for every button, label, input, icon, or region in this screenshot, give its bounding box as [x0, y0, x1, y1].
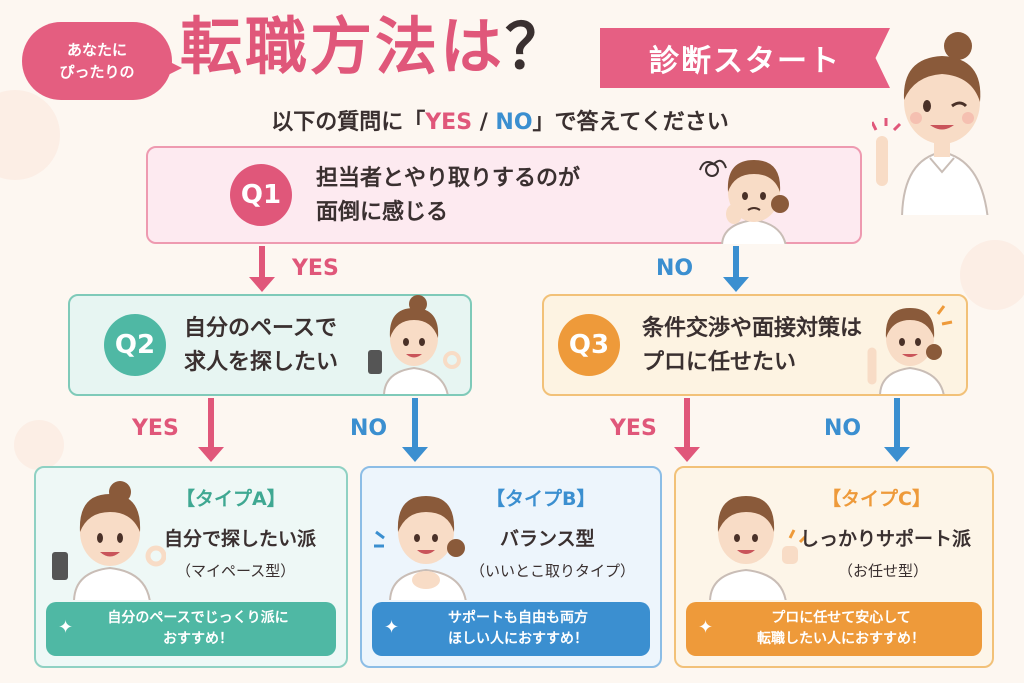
result-a-name: 自分で探したい派 [164, 528, 317, 550]
result-type-b: 【タイプB】 バランス型 （いいとこ取りタイプ） ✦ サポートも自由も両方 ほし… [360, 466, 662, 668]
result-c-bar-line-2: 転職したい人におすすめ！ [757, 631, 925, 647]
result-type-c: 【タイプC】 しっかりサポート派 （お任せ型） ✦ プロに任せて安心して 転職し… [674, 466, 994, 668]
q3-no-arrow [882, 398, 912, 462]
question-1-text: 担当者とやり取りするのが 面倒に感じる [316, 162, 580, 230]
result-b-subtitle: （いいとこ取りタイプ） [470, 562, 636, 580]
result-a-subtitle: （マイペース型） [176, 562, 296, 580]
question-1-box: Q1 担当者とやり取りするのが 面倒に感じる [146, 146, 862, 244]
background-decoration [14, 420, 64, 470]
q3-yes-arrow [672, 398, 702, 462]
q3-no-label: NO [824, 416, 862, 441]
result-c-type: 【タイプC】 [822, 488, 931, 510]
question-3-badge: Q3 [558, 314, 620, 376]
result-a-bar-line-1: 自分のペースでじっくり派に [107, 610, 289, 626]
q1-no-arrow [721, 246, 751, 292]
q2-yes-label: YES [132, 416, 179, 441]
intro-bubble: あなたに ぴったりの [22, 22, 182, 100]
result-type-a: 【タイプA】 自分で探したい派 （マイペース型） ✦ 自分のペースでじっくり派に… [34, 466, 348, 668]
question-3-box: Q3 条件交渉や面接対策は プロに任せたい [542, 294, 968, 396]
nurse-pointing-illustration [872, 32, 989, 215]
nurse-pointing-small-illustration [867, 305, 953, 394]
question-1-line-1: 担当者とやり取りするのが [316, 166, 581, 191]
result-c-name: しっかりサポート派 [800, 528, 972, 550]
sparkle-icon: ✦ [58, 617, 74, 638]
result-b-name: バランス型 [500, 528, 595, 550]
q1-yes-arrow [247, 246, 277, 292]
question-2-line-2: 求人を探したい [184, 350, 339, 376]
question-2-badge: Q2 [104, 314, 166, 376]
nurse-phone-illustration [368, 295, 461, 394]
nurse-ok-illustration [52, 481, 166, 600]
question-1-line-2: 面倒に感じる [316, 200, 449, 226]
nurse-hands-together-illustration [374, 496, 467, 600]
instructions: 以下の質問に「YES / NO」で答えてください [200, 104, 800, 136]
result-a-type: 【タイプA】 [176, 488, 286, 510]
result-c-subtitle: （お任せ型） [838, 562, 929, 580]
result-c-bar-line-1: プロに任せて安心して [771, 610, 911, 626]
result-b-bar-line-2: ほしい人におすすめ！ [448, 631, 588, 647]
instructions-post: 」で答えてください [532, 110, 729, 135]
sparkle-icon: ✦ [384, 617, 400, 638]
sparkle-icon: ✦ [698, 617, 714, 638]
question-3-line-2: プロに任せたい [642, 350, 797, 376]
result-a-bar-line-2: おすすめ！ [163, 631, 233, 647]
title-question-mark: ？ [505, 10, 571, 83]
question-3-line-1: 条件交渉や面接対策は [642, 316, 863, 341]
q2-no-label: NO [350, 416, 388, 441]
instructions-no: NO [495, 110, 533, 135]
q1-no-label: NO [656, 256, 694, 281]
result-c-recommendation: ✦ プロに任せて安心して 転職したい人におすすめ！ [686, 602, 982, 656]
nurse-fist-illustration [709, 496, 806, 600]
background-decoration [960, 240, 1024, 310]
result-a-recommendation: ✦ 自分のペースでじっくり派に おすすめ！ [46, 602, 336, 656]
intro-line-1: あなたに [66, 40, 127, 59]
q2-yes-arrow [196, 398, 226, 462]
start-ribbon: 診断スタート [600, 28, 890, 88]
question-1-badge: Q1 [230, 164, 292, 226]
question-3-text: 条件交渉や面接対策は プロに任せたい [642, 312, 862, 380]
q2-no-arrow [400, 398, 430, 462]
question-2-text: 自分のペースで 求人を探したい [184, 312, 338, 380]
q1-yes-label: YES [292, 256, 339, 281]
result-b-bar-line-1: サポートも自由も両方 [448, 610, 588, 626]
background-decoration [0, 90, 60, 180]
page-title: 転職方法は？ [180, 16, 570, 78]
instructions-sep: / [472, 110, 496, 135]
q3-yes-label: YES [610, 416, 657, 441]
question-2-line-1: 自分のペースで [184, 316, 337, 341]
result-b-type: 【タイプB】 [486, 488, 596, 510]
title-main: 転職方法は [180, 10, 506, 83]
result-b-recommendation: ✦ サポートも自由も両方 ほしい人におすすめ！ [372, 602, 650, 656]
nurse-worried-illustration [699, 159, 789, 244]
instructions-pre: 以下の質問に「 [271, 110, 426, 135]
question-2-box: Q2 自分のペースで 求人を探したい [68, 294, 472, 396]
intro-line-2: ぴったりの [59, 63, 135, 81]
instructions-yes: YES [425, 110, 473, 135]
